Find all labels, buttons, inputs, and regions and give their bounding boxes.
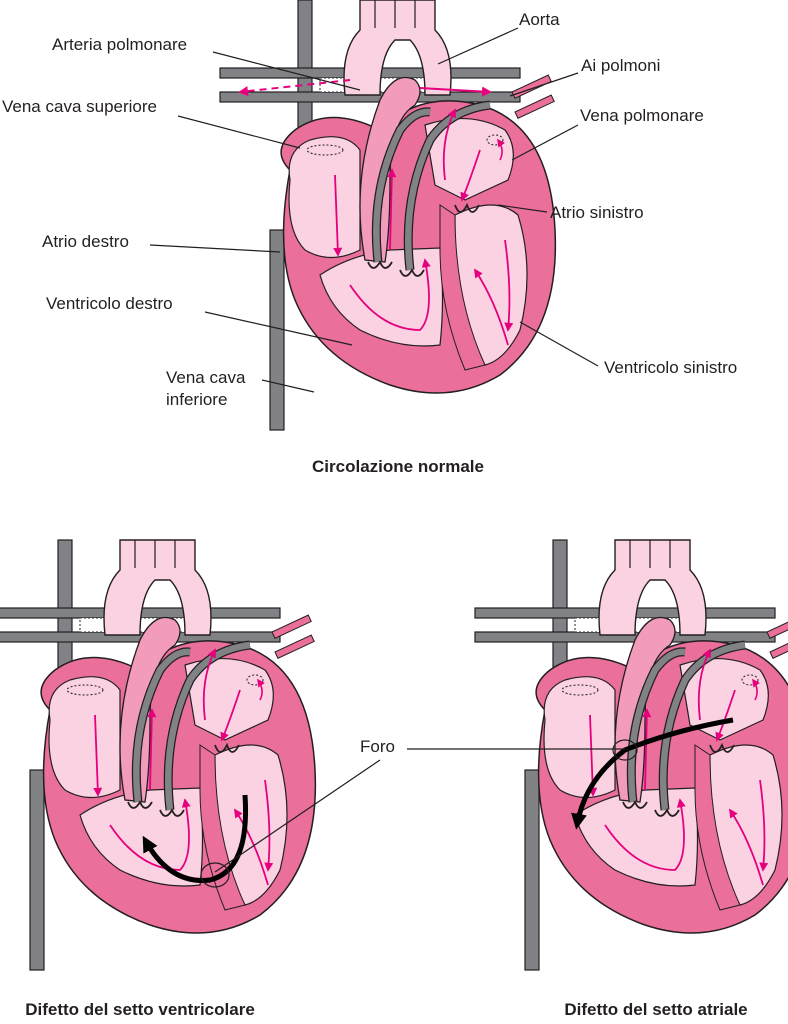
label-atrio-sinistro: Atrio sinistro	[550, 203, 644, 222]
label-atrio-destro: Atrio destro	[42, 232, 129, 251]
heart-normal	[220, 0, 555, 430]
leader-lines	[149, 27, 599, 393]
label-ventricolo-destro: Ventricolo destro	[46, 294, 173, 313]
label-arteria-polmonare: Arteria polmonare	[52, 35, 187, 54]
label-foro: Foro	[360, 737, 395, 756]
label-aorta: Aorta	[519, 10, 560, 29]
label-vena-polmonare: Vena polmonare	[580, 106, 704, 125]
leader-foro-ventricolare	[214, 759, 381, 873]
heart-atrial-defect	[475, 540, 788, 970]
caption-circolazione-normale: Circolazione normale	[312, 457, 484, 476]
label-ai-polmoni: Ai polmoni	[581, 56, 660, 75]
caption-difetto-setto-ventricolare: Difetto del setto ventricolare	[25, 1000, 255, 1019]
caption-difetto-setto-atriale: Difetto del setto atriale	[564, 1000, 747, 1019]
label-vena-cava-superiore: Vena cava superiore	[2, 97, 157, 116]
label-vena-cava-inferiore-line2: inferiore	[166, 390, 227, 409]
heart-ventricular-defect	[0, 540, 315, 970]
label-ventricolo-sinistro: Ventricolo sinistro	[604, 358, 737, 377]
label-vena-cava-inferiore-line1: Vena cava	[166, 368, 246, 387]
